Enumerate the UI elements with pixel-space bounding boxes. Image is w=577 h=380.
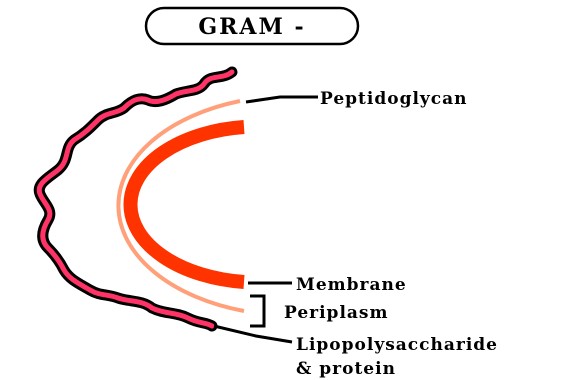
label-protein: & protein — [296, 359, 396, 379]
label-peptidoglycan: Peptidoglycan — [320, 89, 468, 109]
label-periplasm: Periplasm — [284, 303, 388, 323]
title-badge: GRAM - — [146, 8, 358, 44]
label-membrane: Membrane — [296, 275, 407, 295]
diagram-title: GRAM - — [198, 14, 305, 40]
label-lipopolysaccharide: Lipopolysaccharide — [296, 335, 498, 355]
lps-leader — [214, 326, 292, 342]
peptidoglycan-leader — [246, 97, 318, 102]
inner-membrane — [130, 127, 244, 282]
periplasm-bracket — [250, 296, 264, 326]
